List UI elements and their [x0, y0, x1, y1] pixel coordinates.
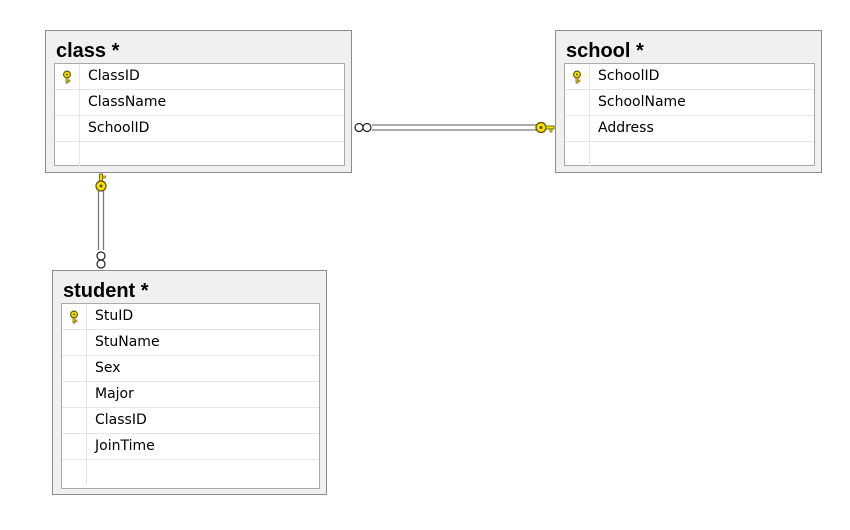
empty-row[interactable]: [62, 460, 319, 486]
row-selector: [62, 382, 87, 407]
column-name: StuName: [95, 334, 160, 350]
relationship-student-class[interactable]: [95, 173, 107, 269]
column-name: Sex: [95, 360, 121, 376]
key-icon: [565, 64, 590, 89]
column-row[interactable]: Sex: [62, 356, 319, 382]
empty-row[interactable]: [55, 142, 344, 168]
infinity-icon: [354, 122, 372, 133]
column-name: StuID: [95, 308, 134, 324]
table-title: school *: [566, 40, 644, 62]
column-row[interactable]: StuID: [62, 304, 319, 330]
key-icon: [535, 121, 555, 134]
column-row[interactable]: JoinTime: [62, 434, 319, 460]
row-selector: [565, 116, 590, 141]
row-selector: [62, 330, 87, 355]
column-name: SchoolID: [598, 68, 660, 84]
column-name: JoinTime: [95, 438, 155, 454]
row-selector: [62, 408, 87, 433]
column-row[interactable]: ClassName: [55, 90, 344, 116]
key-icon: [95, 173, 107, 192]
row-selector: [565, 90, 590, 115]
column-name: Address: [598, 120, 654, 136]
column-row[interactable]: SchoolID: [55, 116, 344, 142]
column-name: SchoolName: [598, 94, 686, 110]
row-selector: [55, 142, 80, 167]
column-name: ClassID: [88, 68, 140, 84]
infinity-icon: [96, 251, 106, 269]
column-row[interactable]: Address: [565, 116, 814, 142]
key-icon: [55, 64, 80, 89]
column-row[interactable]: ClassID: [55, 64, 344, 90]
row-selector: [55, 116, 80, 141]
column-row[interactable]: SchoolName: [565, 90, 814, 116]
column-row[interactable]: StuName: [62, 330, 319, 356]
column-name: ClassID: [95, 412, 147, 428]
row-selector: [62, 434, 87, 459]
row-selector: [565, 142, 590, 167]
column-row[interactable]: Major: [62, 382, 319, 408]
column-name: ClassName: [88, 94, 167, 110]
column-row[interactable]: ClassID: [62, 408, 319, 434]
column-row[interactable]: SchoolID: [565, 64, 814, 90]
empty-row[interactable]: [565, 142, 814, 168]
table-title: student *: [63, 280, 149, 302]
column-name: Major: [95, 386, 134, 402]
relationship-class-school[interactable]: [354, 121, 555, 134]
row-selector: [62, 460, 87, 485]
column-name: SchoolID: [88, 120, 150, 136]
key-icon: [62, 304, 87, 329]
table-title: class *: [56, 40, 120, 62]
row-selector: [55, 90, 80, 115]
row-selector: [62, 356, 87, 381]
